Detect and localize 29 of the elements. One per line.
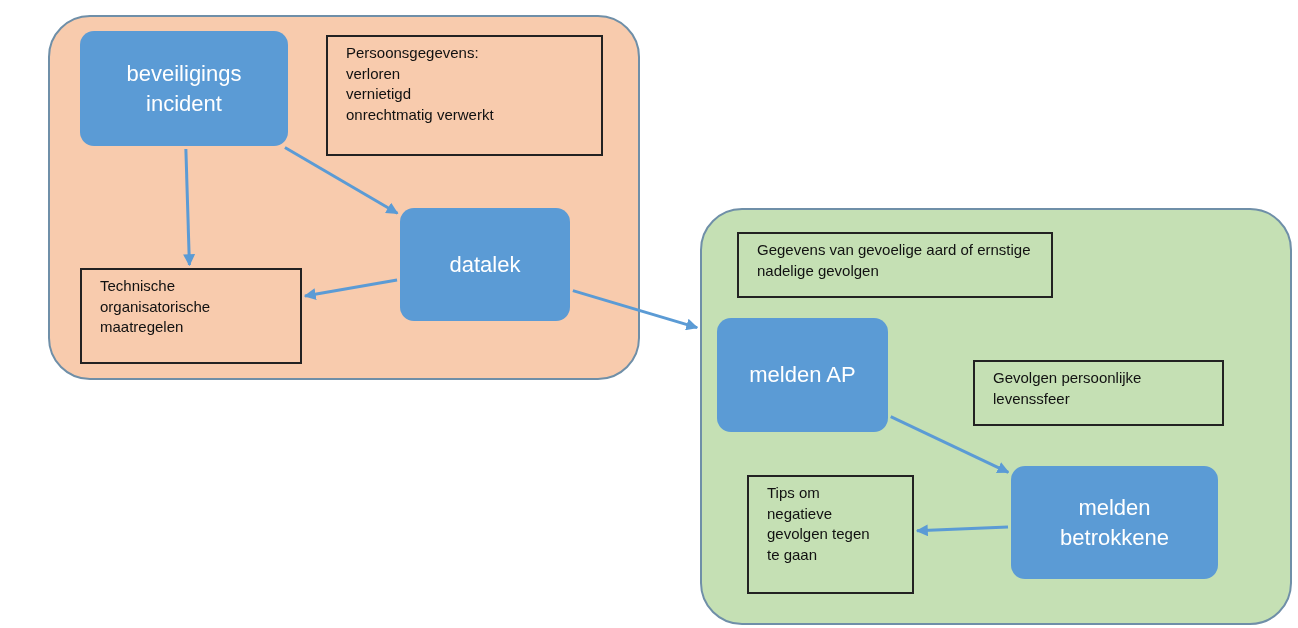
note-box	[973, 360, 1224, 426]
note-text: Gegevens van gevoelige aard of ernstige nadelige gevolgen	[757, 240, 1032, 281]
note-text: Tips om negatieve gevolgen tegen te gaan	[767, 483, 871, 566]
arrow	[183, 148, 196, 267]
process-box	[400, 208, 570, 321]
group-panel	[700, 208, 1292, 625]
note-box	[80, 268, 302, 364]
box-label: melden betrokkene	[1059, 493, 1170, 552]
note-box	[747, 475, 914, 594]
process-box	[717, 318, 888, 432]
note-text: verloren	[346, 63, 402, 84]
process-box	[1011, 466, 1218, 579]
note-box	[326, 35, 603, 156]
arrow	[915, 524, 1009, 537]
note-text: Persoonsgegevens:	[346, 43, 480, 63]
note-text: onrechtmatig verwerkt	[346, 105, 495, 126]
note-text: Technische organisatorische maatregelen	[100, 276, 212, 338]
group-panel	[48, 15, 640, 380]
arrow	[572, 289, 699, 331]
arrow	[890, 415, 1010, 474]
box-label: datalek	[449, 250, 521, 279]
box-label: melden AP	[749, 361, 856, 390]
note-text: vernietigd	[346, 84, 413, 105]
note-text: Gevolgen persoonlijke levenssfeer	[993, 368, 1143, 409]
arrow	[284, 146, 399, 215]
arrow	[303, 278, 398, 301]
box-label: beveiligings incident	[125, 59, 243, 118]
process-box	[80, 31, 288, 146]
note-box	[737, 232, 1053, 298]
